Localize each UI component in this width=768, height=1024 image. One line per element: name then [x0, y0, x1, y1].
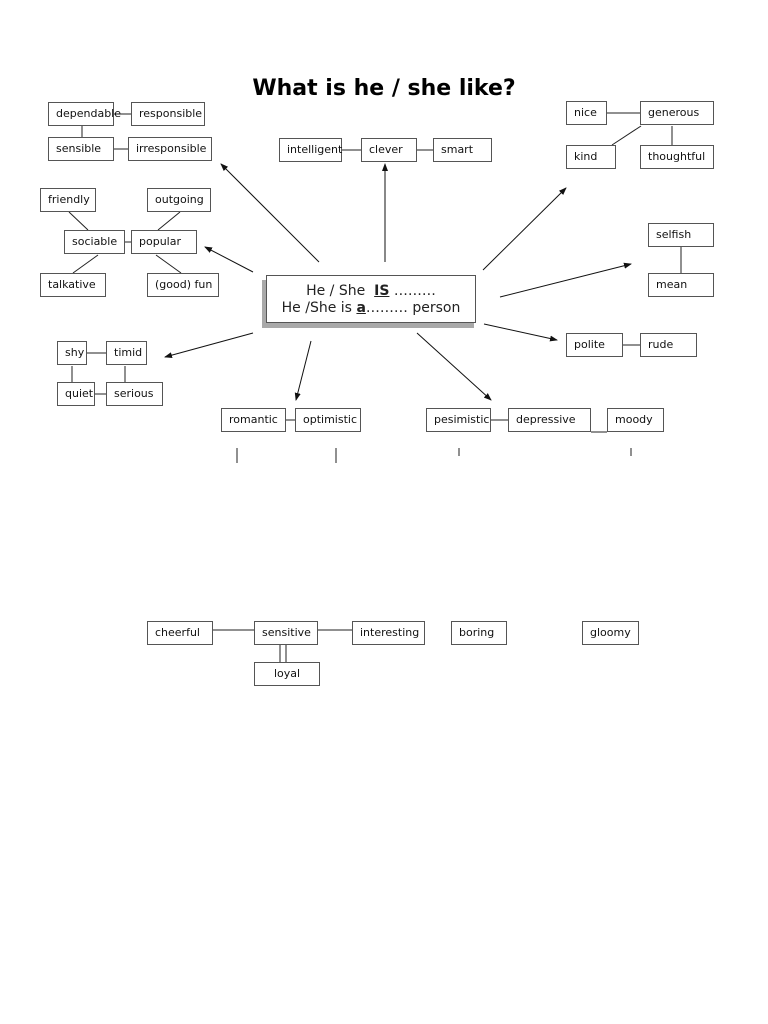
word-box-dependable: dependable — [48, 102, 121, 126]
connector-friendly-sociable — [68, 211, 89, 231]
word-box-irresponsible: irresponsible — [128, 137, 212, 161]
word-box-mean: mean — [648, 273, 714, 297]
center-line1-key: IS — [374, 283, 390, 299]
word-box-kind: kind — [566, 145, 616, 169]
arrow-to-shy — [164, 332, 254, 359]
connector-generous-kind — [611, 125, 642, 146]
word-box-sociable: sociable — [64, 230, 125, 254]
word-box-polite: polite — [566, 333, 623, 357]
word-box-sensible: sensible — [48, 137, 114, 161]
word-box-quiet: quiet — [57, 382, 95, 406]
word-box-shy: shy — [57, 341, 87, 365]
word-box-serious: serious — [106, 382, 163, 406]
word-box-smart: smart — [433, 138, 492, 162]
word-box-gloomy: gloomy — [582, 621, 639, 645]
center-line-2: He /She is a……… person — [267, 300, 475, 317]
word-box-good-fun: (good) fun — [147, 273, 219, 297]
word-box-sensitive: sensitive — [254, 621, 318, 645]
connector-outgoing-popular — [157, 211, 181, 231]
connector-sociable-talkative — [72, 254, 99, 274]
arrow-to-pesimistic — [416, 332, 492, 401]
word-box-clever: clever — [361, 138, 417, 162]
word-box-thoughtful: thoughtful — [640, 145, 714, 169]
word-box-friendly: friendly — [40, 188, 96, 212]
word-box-interesting: interesting — [352, 621, 425, 645]
center-line1-prefix: He / She — [306, 283, 366, 299]
connector-popular-fun — [155, 254, 182, 274]
center-line-1: He / She IS ……… — [267, 283, 475, 300]
arrow-to-dependable — [220, 163, 320, 263]
center-line2-prefix: He /She is — [281, 300, 352, 316]
word-box-intelligent: intelligent — [279, 138, 342, 162]
word-box-moody: moody — [607, 408, 664, 432]
word-box-pesimistic: pesimistic — [426, 408, 491, 432]
word-box-talkative: talkative — [40, 273, 106, 297]
arrow-to-popular — [204, 246, 254, 273]
word-box-loyal: loyal — [254, 662, 320, 686]
word-box-optimistic: optimistic — [295, 408, 361, 432]
center-line2-key: a — [356, 300, 366, 316]
arrow-to-selfish — [499, 262, 632, 298]
arrow-to-kind — [482, 187, 567, 271]
word-box-nice: nice — [566, 101, 607, 125]
word-box-depressive: depressive — [508, 408, 591, 432]
word-box-timid: timid — [106, 341, 147, 365]
arrow-to-optimistic — [294, 340, 312, 401]
center-box: He / She IS ……… He /She is a……… person — [266, 275, 476, 323]
word-box-popular: popular — [131, 230, 197, 254]
arrow-to-polite — [483, 323, 558, 342]
center-line1-suffix: ……… — [393, 283, 436, 299]
word-box-selfish: selfish — [648, 223, 714, 247]
word-box-romantic: romantic — [221, 408, 286, 432]
page-title: What is he / she like? — [252, 76, 516, 101]
word-box-responsible: responsible — [131, 102, 205, 126]
center-line2-suffix: ……… person — [365, 300, 461, 316]
word-box-rude: rude — [640, 333, 697, 357]
word-box-cheerful: cheerful — [147, 621, 213, 645]
word-box-outgoing: outgoing — [147, 188, 211, 212]
word-box-boring: boring — [451, 621, 507, 645]
word-box-generous: generous — [640, 101, 714, 125]
